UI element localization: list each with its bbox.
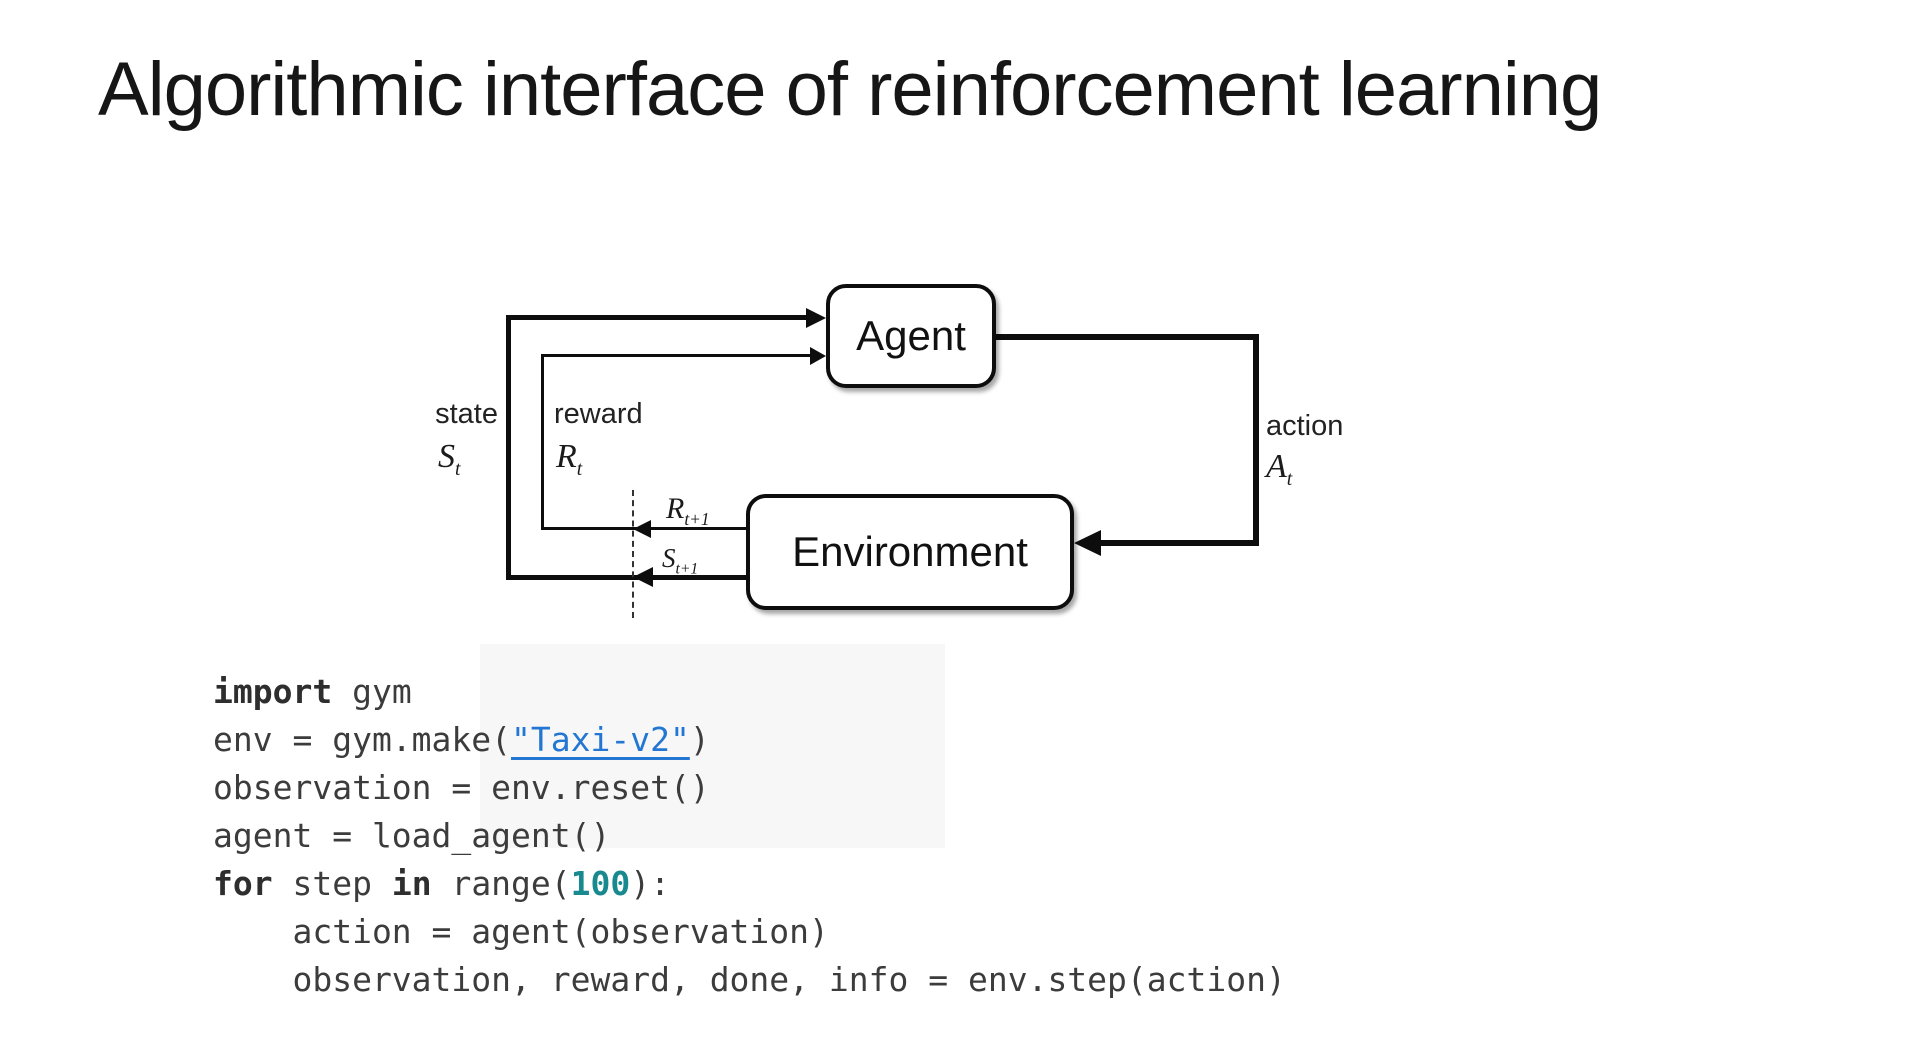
action-label: action xyxy=(1266,410,1344,442)
code-text: step xyxy=(272,864,392,903)
reward-symbol: Rt xyxy=(556,438,583,480)
agent-label: Agent xyxy=(856,312,966,359)
action-line-top xyxy=(996,334,1258,340)
code-background-tint xyxy=(480,644,945,848)
code-text: 100 xyxy=(570,864,631,903)
code-text: action = agent(observation) xyxy=(213,912,829,951)
page-title: Algorithmic interface of reinforcement l… xyxy=(98,47,1602,132)
environment-box: Environment xyxy=(746,494,1074,610)
code-text: observation = env.reset() xyxy=(213,768,710,807)
code-line-2: env = gym.make("Taxi-v2") xyxy=(213,716,1286,764)
state-label: state xyxy=(435,398,498,430)
arrowhead-reward-to-agent-icon xyxy=(810,347,826,365)
code-line-7: observation, reward, done, info = env.st… xyxy=(213,956,1286,1004)
environment-label: Environment xyxy=(792,528,1028,575)
reward-line-top xyxy=(541,354,818,357)
code-line-1: import gym xyxy=(213,668,1286,716)
action-symbol: At xyxy=(1266,448,1293,490)
arrowhead-reward-next-icon xyxy=(633,520,651,538)
code-keyword: for xyxy=(213,864,273,903)
code-text: ) xyxy=(689,720,710,759)
action-line-bottom xyxy=(1090,540,1259,546)
code-line-6: action = agent(observation) xyxy=(213,908,1286,956)
time-step-dashed-line xyxy=(632,490,634,618)
state-line-left xyxy=(506,315,511,580)
arrowhead-state-next-icon xyxy=(633,567,653,587)
arrowhead-action-to-environment-icon xyxy=(1074,530,1101,556)
state-line-top xyxy=(506,315,818,320)
code-line-3: observation = env.reset() xyxy=(213,764,1286,812)
reward-line-left xyxy=(541,354,544,530)
code-keyword: in xyxy=(391,864,432,903)
taxi-v2-link[interactable]: "Taxi-v2" xyxy=(511,720,690,759)
code-keyword: import xyxy=(213,672,333,711)
code-text: observation, reward, done, info = env.st… xyxy=(213,960,1286,999)
action-line-right xyxy=(1253,334,1259,546)
code-line-4: agent = load_agent() xyxy=(213,812,1286,860)
agent-box: Agent xyxy=(826,284,996,388)
state-line-bottom xyxy=(506,575,746,580)
code-text: ): xyxy=(630,864,671,903)
code-text: agent = load_agent() xyxy=(213,816,611,855)
code-text: env = gym.make( xyxy=(213,720,512,759)
arrowhead-state-to-agent-icon xyxy=(806,308,826,328)
state-next-symbol: St+1 xyxy=(662,543,699,578)
reward-next-symbol: Rt+1 xyxy=(666,492,710,529)
code-text: range( xyxy=(431,864,571,903)
code-text: gym xyxy=(332,672,412,711)
state-symbol: St xyxy=(438,438,461,480)
reward-label: reward xyxy=(554,398,643,430)
code-line-5: for step in range(100): xyxy=(213,860,1286,908)
